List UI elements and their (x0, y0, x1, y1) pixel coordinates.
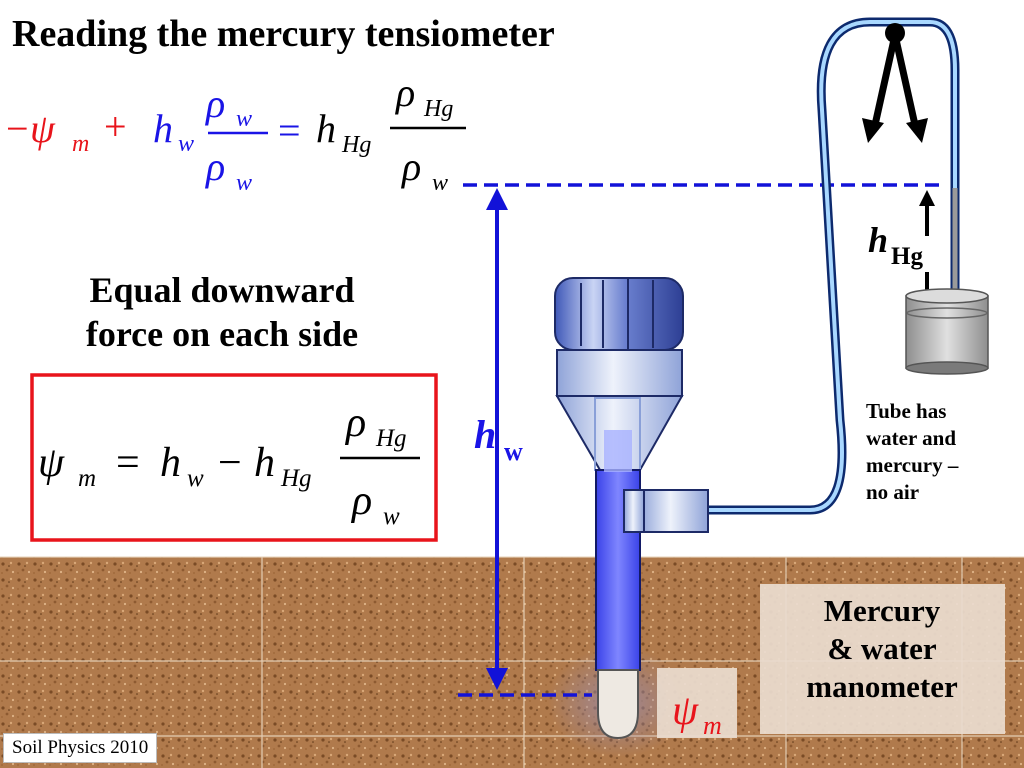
svg-text:=: = (278, 108, 301, 153)
svg-text:ψ: ψ (38, 440, 65, 486)
svg-text:h: h (868, 220, 888, 260)
svg-text:w: w (504, 437, 523, 466)
svg-text:Hg: Hg (423, 96, 453, 122)
svg-text:h: h (316, 106, 336, 151)
svg-text:h: h (153, 106, 173, 151)
tube-note-line-3: mercury – (866, 453, 959, 477)
footer-label: Soil Physics 2010 (3, 733, 158, 763)
tube-note: Tube has water and mercury – no air (866, 398, 1016, 506)
tube-note-line-4: no air (866, 480, 920, 504)
manometer-line-2: & water (827, 631, 937, 666)
force-line-2: force on each side (85, 314, 359, 354)
mercury-reservoir (905, 288, 989, 375)
svg-text:h: h (160, 440, 181, 486)
svg-text:w: w (178, 131, 194, 157)
manometer-label: Mercury & water manometer (762, 592, 1002, 706)
psi-equation-box (30, 373, 438, 542)
svg-text:Hg: Hg (341, 132, 371, 158)
svg-text:ψ: ψ (672, 688, 699, 734)
svg-text:ρ: ρ (344, 400, 366, 446)
svg-text:Hg: Hg (280, 465, 312, 492)
svg-text:ρ: ρ (204, 144, 225, 189)
svg-text:h: h (254, 440, 275, 486)
balance-equation: − ψ m + h w ρ w ρ w = h Hg ρ Hg ρ w (6, 70, 466, 196)
tensiometer (554, 277, 709, 740)
hanger-pivot (862, 23, 928, 143)
slide-title: Reading the mercury tensiometer (12, 13, 555, 55)
svg-text:m: m (78, 465, 96, 492)
svg-text:h: h (474, 412, 496, 457)
svg-text:−: − (218, 440, 242, 486)
svg-text:m: m (703, 711, 722, 740)
force-statement: Equal downward force on each side (32, 268, 412, 356)
tube-note-line-1: Tube has (866, 399, 947, 423)
svg-text:w: w (236, 106, 252, 132)
svg-text:w: w (383, 503, 400, 530)
hw-arrow (486, 188, 508, 690)
svg-text:w: w (187, 465, 204, 492)
psi-m-label-box (657, 668, 737, 738)
hhg-label: h Hg (868, 220, 923, 270)
manometer-line-1: Mercury (823, 593, 941, 628)
svg-text:Hg: Hg (891, 243, 923, 270)
svg-text:−: − (6, 106, 29, 151)
svg-text:ρ: ρ (350, 478, 372, 524)
svg-text:ρ: ρ (400, 144, 421, 189)
tube-note-line-2: water and (866, 426, 957, 450)
svg-text:w: w (432, 170, 448, 196)
svg-text:=: = (116, 440, 140, 486)
psi-equation: ψ m = h w − h Hg ρ Hg ρ w (38, 400, 420, 530)
svg-text:Hg: Hg (375, 425, 407, 452)
manometer-line-3: manometer (806, 669, 958, 704)
force-line-1: Equal downward (89, 270, 355, 310)
svg-text:m: m (72, 131, 89, 157)
psi-m-label: ψ m (672, 688, 722, 740)
svg-text:ψ: ψ (30, 106, 56, 151)
svg-text:ρ: ρ (394, 70, 415, 115)
connecting-tube (702, 17, 960, 515)
manometer-label-box (760, 584, 1005, 734)
hw-label: h w (474, 412, 523, 466)
svg-text:+: + (104, 104, 127, 149)
svg-text:w: w (236, 170, 252, 196)
svg-text:ρ: ρ (204, 81, 225, 126)
